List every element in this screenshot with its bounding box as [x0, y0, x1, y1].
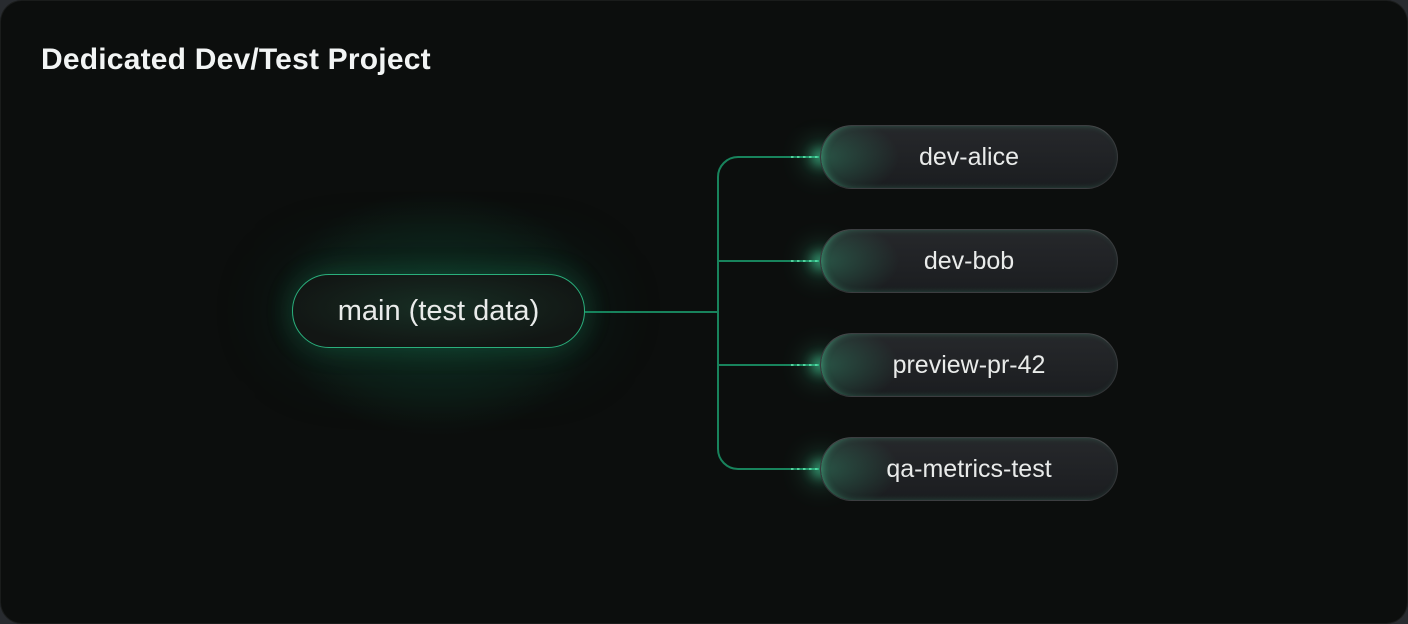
branch-node-label: main (test data) — [337, 294, 540, 327]
branch-node-qa-metrics-test: qa-metrics-test — [820, 437, 1118, 501]
branch-node-label: dev-bob — [923, 246, 1015, 275]
branch-node-label: qa-metrics-test — [886, 454, 1052, 483]
branch-node-label: preview-pr-42 — [892, 350, 1046, 379]
branch-node-dev-bob: dev-bob — [820, 229, 1118, 293]
connector-path — [585, 156, 819, 470]
branch-node-dev-alice: dev-alice — [820, 125, 1118, 189]
branch-node-main: main (test data) — [292, 274, 585, 348]
junction-glow — [803, 139, 839, 487]
junction-fade-dashes — [791, 156, 818, 470]
branch-node-label: dev-alice — [918, 142, 1020, 171]
branch-node-preview-pr-42: preview-pr-42 — [820, 333, 1118, 397]
page-title: Dedicated Dev/Test Project — [41, 43, 431, 76]
